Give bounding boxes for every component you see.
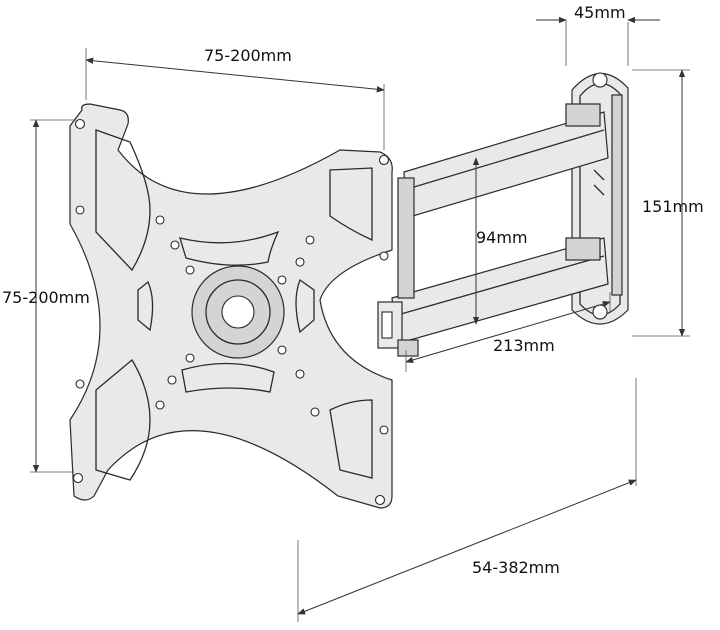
arm-pivot [377,177,419,357]
plate-height-label: 75-200mm [2,288,90,307]
vesa-plate [69,103,393,509]
lower-arm [391,237,609,345]
dimension-arm-length [405,292,611,372]
wall-height-label: 151mm [642,197,704,216]
dimension-extension [297,378,637,622]
dimension-plate-height [30,119,76,473]
dimension-plate-width [85,48,385,150]
arm-length-label: 213mm [493,336,555,355]
upper-arm [403,103,609,219]
dimension-depth [536,16,660,66]
extension-label: 54-382mm [472,558,560,577]
depth-label: 45mm [574,3,626,22]
dimension-wall-height [632,69,690,337]
arm-height-label: 94mm [476,228,528,247]
plate-width-label: 75-200mm [204,46,292,65]
